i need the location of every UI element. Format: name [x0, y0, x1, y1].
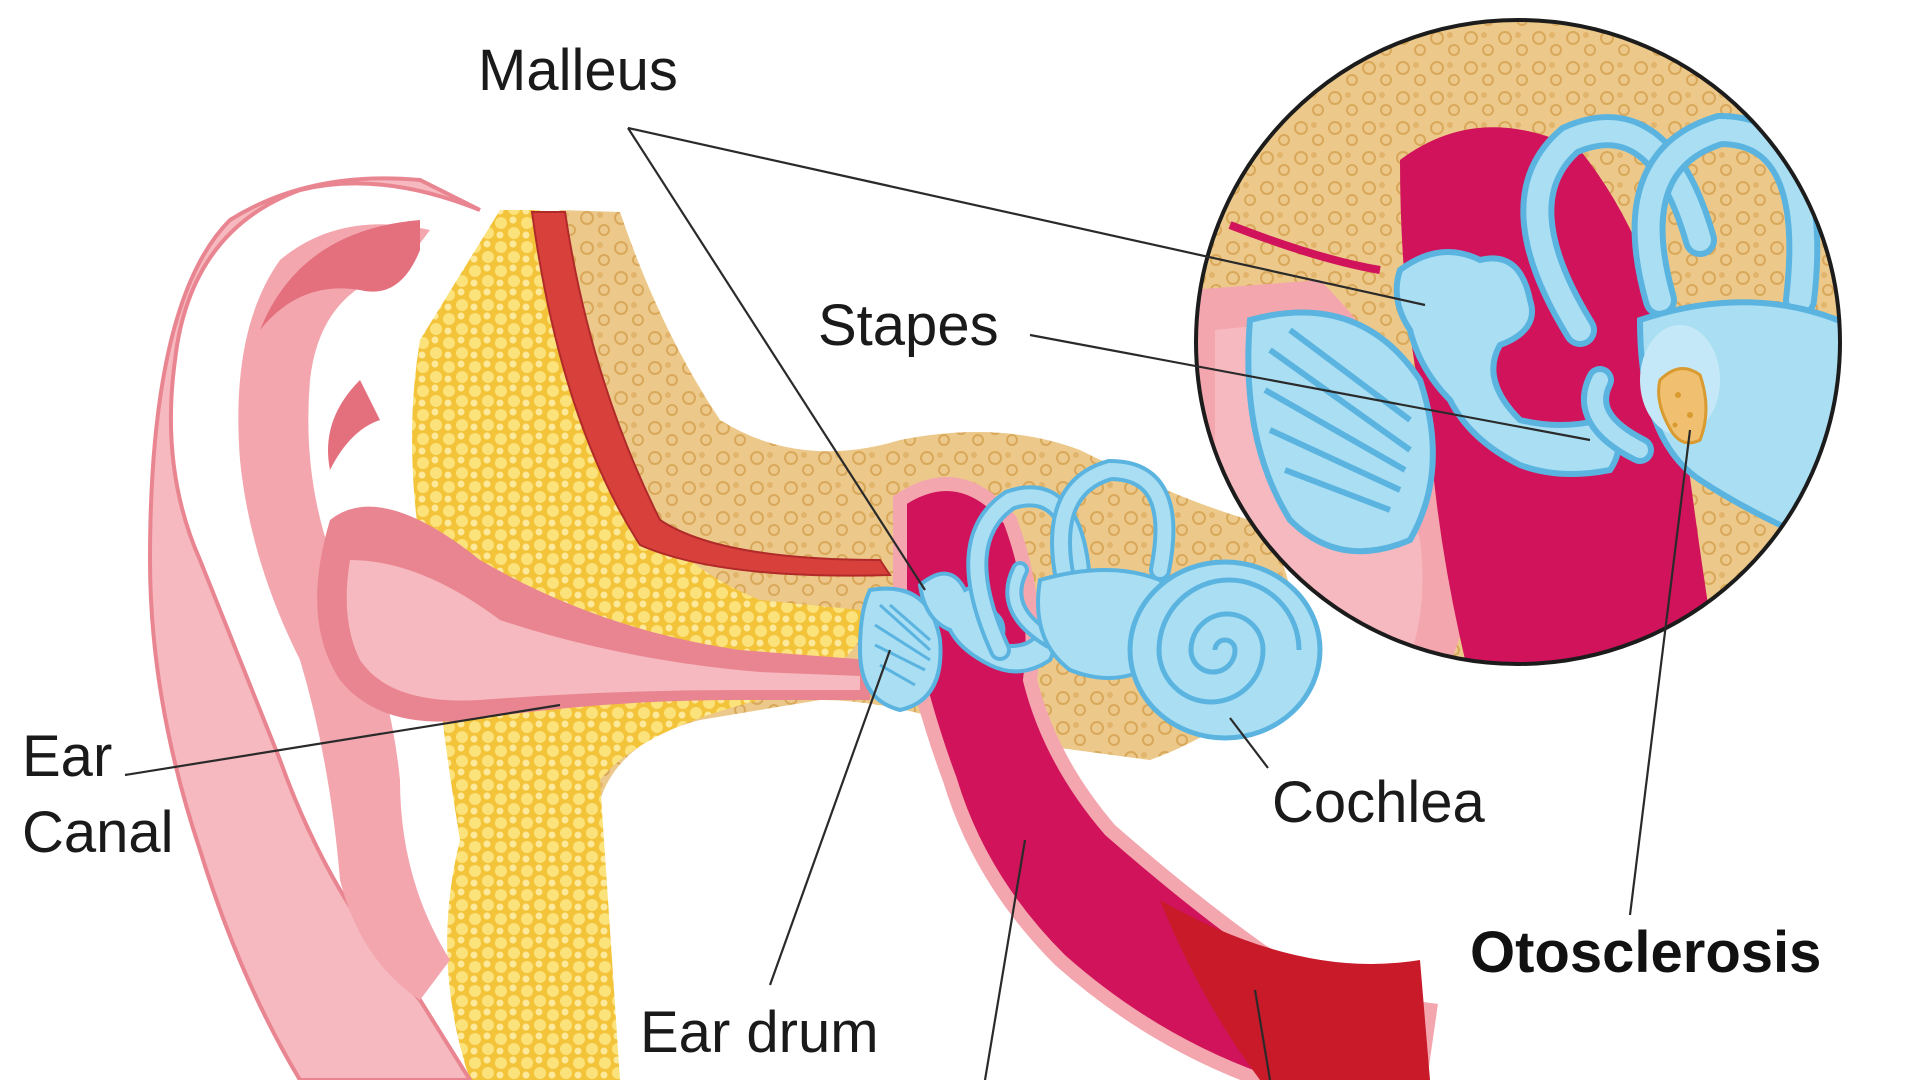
cochlea-label: Cochlea: [1272, 770, 1486, 835]
ear-drum-leader: [768, 649, 892, 986]
ear-canal-leader: [124, 703, 561, 777]
eustachian-tube: [1160, 900, 1430, 1080]
stapes-label: Stapes: [818, 293, 999, 358]
malleus-leader-inset: [627, 126, 1426, 307]
malleus-label: Malleus: [478, 38, 678, 103]
middle-ear-leader: [983, 839, 1027, 1080]
helix-curve: [260, 220, 420, 330]
magnified-inset: [1194, 18, 1842, 666]
leader-lines: [124, 126, 1692, 1080]
otosclerosis-leader: [1628, 429, 1692, 916]
ear-canal-label-line2: Canal: [22, 800, 174, 865]
main-ear-illustration: [147, 176, 1438, 1080]
muscle-band: [530, 211, 892, 577]
eustachian-leader: [1253, 989, 1272, 1080]
stapes-leader: [1029, 333, 1591, 442]
ear-canal-inner: [346, 560, 861, 701]
ear-canal-label-line1: Ear: [22, 724, 112, 789]
otosclerosis-label: Otosclerosis: [1470, 920, 1821, 985]
otosclerosis-spot: [1657, 367, 1708, 445]
cochlea-leader: [1229, 717, 1269, 769]
labels: Malleus Stapes Ear Canal Cochlea Ear dru…: [22, 38, 1821, 1065]
cochlea-shape: [1127, 559, 1323, 741]
malleus-leader-main: [627, 127, 926, 591]
antihelix-curve: [328, 380, 380, 470]
inset-border: [1194, 18, 1842, 666]
ear-drum-label: Ear drum: [640, 1000, 879, 1065]
semicircular-canals: [966, 458, 1176, 661]
